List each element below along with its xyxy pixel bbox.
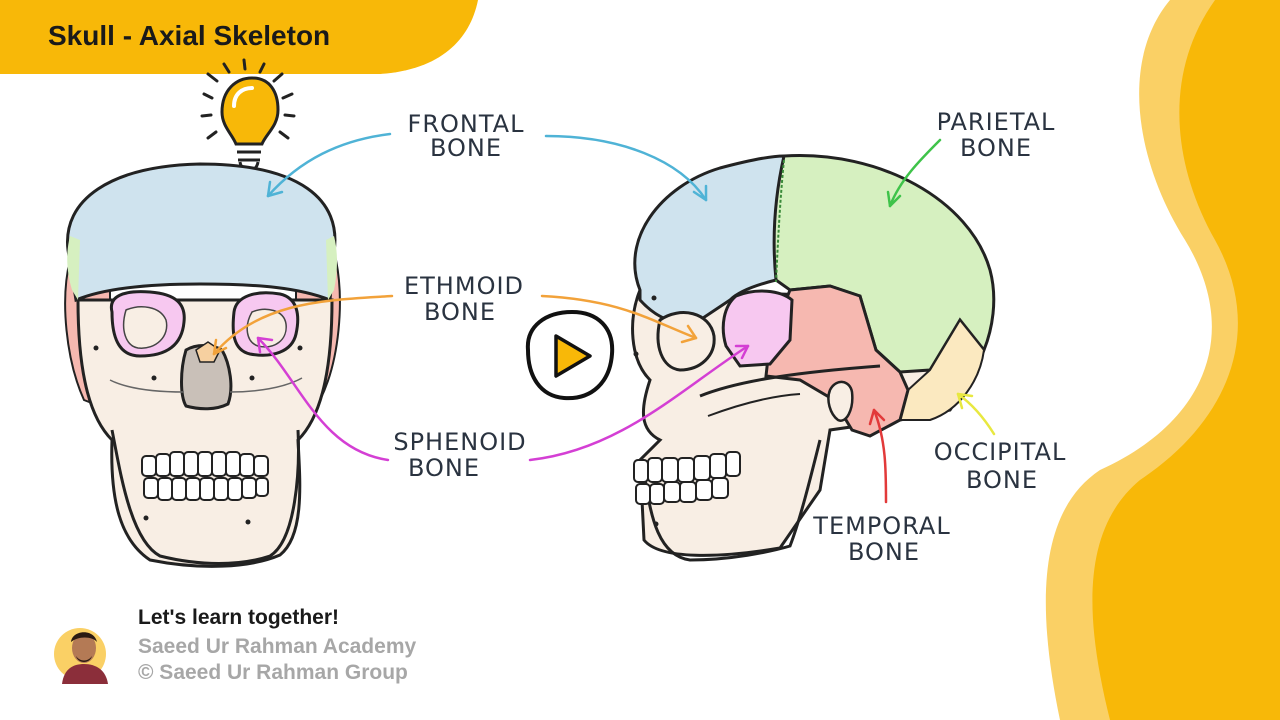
- arrow-ethmoid-to-side: [540, 294, 698, 340]
- skull-front-view: [64, 162, 341, 568]
- front-mandible: [110, 429, 300, 565]
- footer-tagline: Let's learn together!: [138, 606, 340, 629]
- play-icon: [554, 334, 592, 378]
- arrow-occipital: [956, 392, 996, 436]
- front-frontal-bone: [66, 162, 337, 303]
- side-sphenoid-bone: [721, 289, 794, 368]
- label-sphenoid-line2: BONE: [408, 454, 480, 482]
- right-wave-dark: [1092, 0, 1280, 720]
- avatar: [54, 628, 108, 684]
- side-teeth: [633, 451, 741, 505]
- lightbulb-icon: [200, 58, 296, 173]
- label-occipital-line2: BONE: [966, 466, 1038, 494]
- label-sphenoid-line1: SPHENOID: [393, 428, 526, 456]
- label-frontal-line2: BONE: [430, 134, 502, 162]
- header-banner: [0, 0, 478, 74]
- footer-academy: Saeed Ur Rahman Academy: [138, 635, 417, 658]
- label-parietal-line1: PARIETAL: [937, 108, 1056, 136]
- label-ethmoid-line1: ETHMOID: [404, 272, 524, 300]
- arrow-sphenoid-to-side: [528, 344, 750, 462]
- front-skull-base: [76, 298, 334, 568]
- arrow-frontal-to-side: [544, 134, 708, 202]
- bone-labels: FRONTAL BONE ETHMOID BONE SPHENOID BONE …: [393, 108, 1067, 566]
- page-title: Skull - Axial Skeleton: [48, 20, 331, 51]
- arrows: [212, 132, 996, 504]
- label-temporal-line1: TEMPORAL: [812, 512, 950, 540]
- label-parietal-line2: BONE: [960, 134, 1032, 162]
- arrow-parietal: [888, 138, 942, 208]
- arrow-temporal: [872, 408, 888, 504]
- label-occipital-line1: OCCIPITAL: [934, 438, 1067, 466]
- front-teeth: [141, 451, 269, 501]
- arrow-frontal-to-front: [266, 132, 392, 198]
- side-parietal-bone: [772, 154, 996, 374]
- label-temporal-line2: BONE: [848, 538, 920, 566]
- label-frontal-line1: FRONTAL: [408, 110, 525, 138]
- arrow-sphenoid-to-front: [256, 336, 390, 462]
- skull-side-view: [631, 154, 996, 562]
- label-ethmoid-line2: BONE: [424, 298, 496, 326]
- play-button[interactable]: [525, 309, 615, 401]
- footer-copyright: © Saeed Ur Rahman Group: [138, 661, 408, 684]
- footer-credits: Let's learn together! Saeed Ur Rahman Ac…: [138, 606, 416, 686]
- arrow-ethmoid-to-front: [212, 294, 394, 356]
- side-mandible: [642, 439, 822, 562]
